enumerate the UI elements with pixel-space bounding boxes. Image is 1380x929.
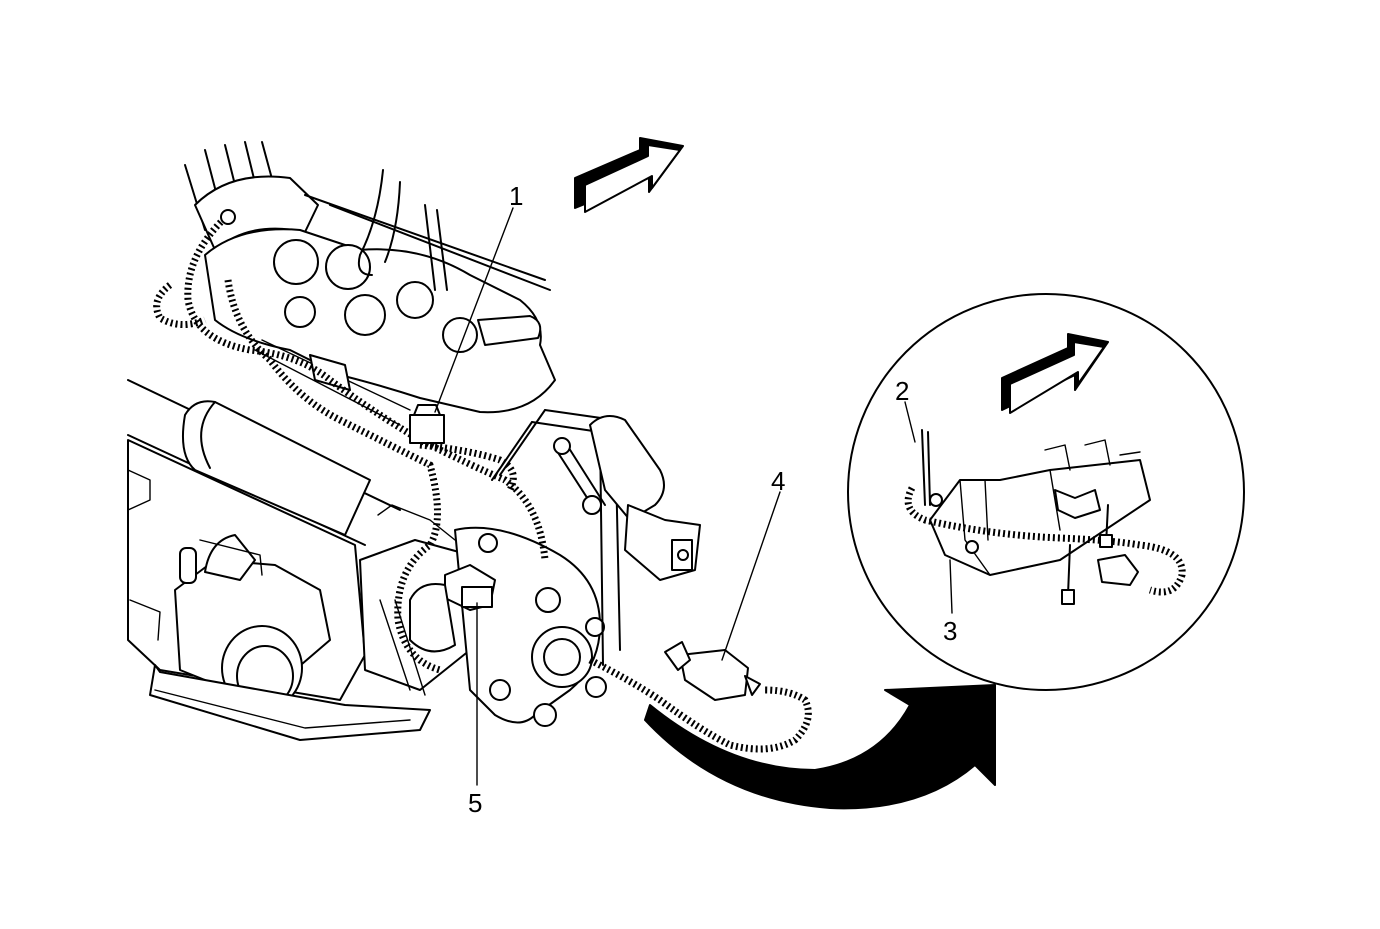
detail-front-direction-arrow-icon [1001,333,1109,414]
leader-line-2 [904,401,916,443]
wiring-harness-main [153,209,812,753]
connector-4-drawing [679,649,749,701]
callout-2: 2 [895,376,909,406]
engine-block-drawing [184,141,556,426]
callout-5: 5 [468,788,482,818]
detail-view-circle [847,293,1245,691]
leader-line-3 [949,559,953,614]
leader-lines [434,207,953,786]
callout-1: 1 [509,181,523,211]
callout-4: 4 [771,466,785,496]
leader-line-1 [434,207,514,413]
support-bracket-drawing [491,409,701,666]
leader-line-4 [721,491,781,661]
callout-labels: 1 2 3 4 5 [468,181,957,818]
callout-3: 3 [943,616,957,646]
front-direction-arrow-icon [574,137,684,213]
connector-1-drawing [409,414,445,444]
transmission-case-drawing [127,379,607,741]
detail-view-curved-arrow-icon [644,684,996,810]
